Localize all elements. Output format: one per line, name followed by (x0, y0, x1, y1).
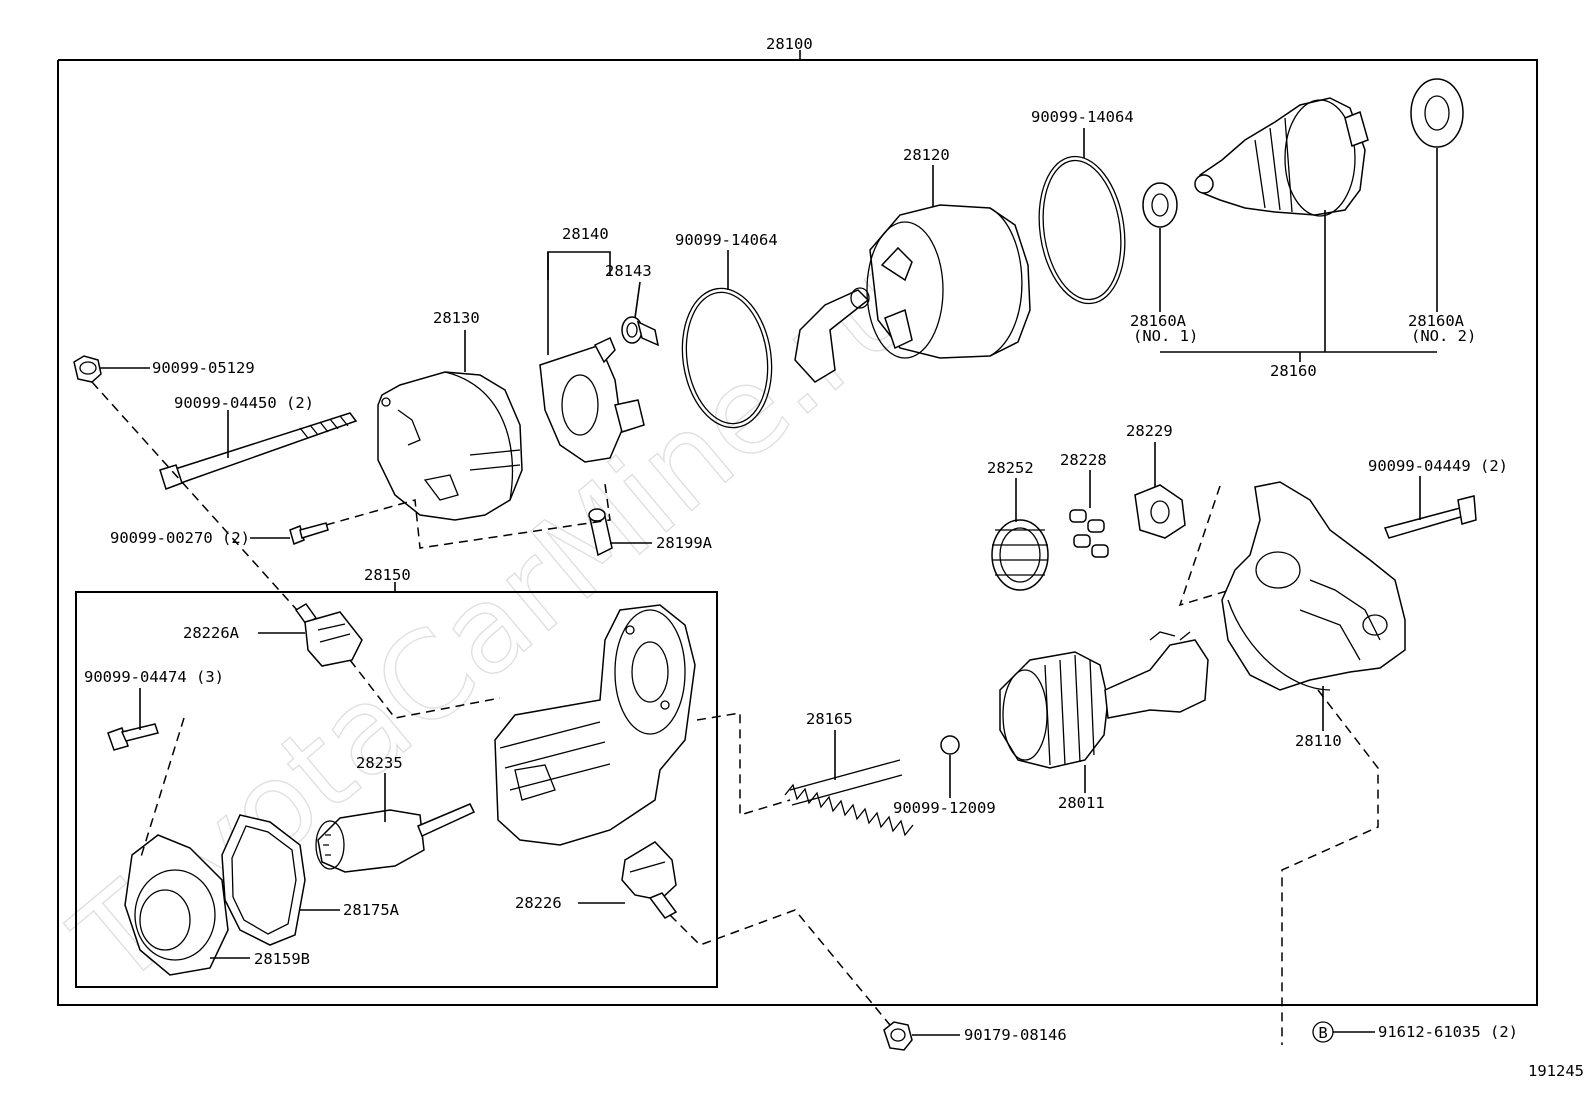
screw-90099-00270[interactable] (289, 522, 329, 546)
spring-28165[interactable] (784, 759, 914, 837)
label-90099-04474[interactable]: 90099-04474 (3) (84, 668, 224, 686)
label-28110[interactable]: 28110 (1295, 732, 1342, 750)
label-90099-14064-b[interactable]: 90099-14064 (1031, 108, 1134, 126)
label-90099-00270[interactable]: 90099-00270 (2) (110, 529, 250, 547)
label-28226a[interactable]: 28226A (183, 624, 240, 642)
label-28160a-no2-sub[interactable]: (NO. 2) (1411, 327, 1476, 345)
assembly-frame-28100 (57, 50, 1538, 1006)
assembly-dash-lines (91, 381, 1379, 1045)
label-28175a[interactable]: 28175A (343, 901, 400, 919)
label-28140[interactable]: 28140 (562, 225, 609, 243)
label-28226[interactable]: 28226 (515, 894, 562, 912)
label-90099-04450[interactable]: 90099-04450 (2) (174, 394, 314, 412)
label-90179-08146[interactable]: 90179-08146 (964, 1026, 1067, 1044)
label-28011[interactable]: 28011 (1058, 794, 1105, 812)
label-28160a-no1-sub[interactable]: (NO. 1) (1133, 327, 1198, 345)
label-28228[interactable]: 28228 (1060, 451, 1107, 469)
magnetic-switch-body[interactable] (494, 604, 696, 846)
label-90099-05129[interactable]: 90099-05129 (152, 359, 255, 377)
starter-clutch-28011[interactable] (999, 631, 1209, 769)
label-28143[interactable]: 28143 (605, 262, 652, 280)
armature-28160[interactable] (1194, 97, 1369, 217)
label-28160a-no1[interactable]: 28160A (1130, 312, 1187, 330)
b-marker-letter: B (1318, 1024, 1327, 1042)
yoke-28120[interactable] (794, 204, 1031, 383)
label-90099-12009[interactable]: 90099-12009 (893, 799, 996, 817)
b-marker: B (1312, 1021, 1334, 1043)
label-28252[interactable]: 28252 (987, 459, 1034, 477)
retainer-28229[interactable] (1134, 484, 1186, 539)
starter-housing-28110[interactable] (1221, 481, 1406, 691)
ball-90099-12009[interactable] (940, 735, 960, 755)
terminal-28226[interactable] (621, 841, 678, 919)
label-28235[interactable]: 28235 (356, 754, 403, 772)
bolt-90099-04449[interactable] (1383, 495, 1477, 539)
label-91612-61035[interactable]: 91612-61035 (2) (1378, 1023, 1518, 1041)
label-28159b[interactable]: 28159B (254, 950, 310, 968)
cover-28159b[interactable] (124, 834, 229, 976)
leader-lines (100, 128, 1438, 1036)
brush-holder-28140[interactable] (539, 336, 645, 463)
label-90099-04449[interactable]: 90099-04449 (2) (1368, 457, 1508, 475)
gear-28252[interactable] (991, 519, 1049, 591)
callout-labels: 28100 28150 90099-05129 90099-04450 (2) … (84, 35, 1584, 1080)
label-28199a[interactable]: 28199A (656, 534, 713, 552)
label-28160a-no2[interactable]: 28160A (1408, 312, 1465, 330)
spring-28143[interactable] (621, 316, 660, 347)
label-28130[interactable]: 28130 (433, 309, 480, 327)
label-28229[interactable]: 28229 (1126, 422, 1173, 440)
through-bolt-90099-04450[interactable] (159, 412, 358, 490)
commutator-end-frame-28130[interactable] (377, 371, 523, 521)
o-ring-90099-14064-b[interactable] (1030, 151, 1134, 309)
nut-90179-08146[interactable] (883, 1021, 913, 1051)
label-28100[interactable]: 28100 (766, 35, 813, 53)
terminal-28226a[interactable] (294, 603, 363, 667)
label-28165[interactable]: 28165 (806, 710, 853, 728)
label-90099-14064-a[interactable]: 90099-14064 (675, 231, 778, 249)
label-28150[interactable]: 28150 (364, 566, 411, 584)
screw-90099-04474[interactable] (107, 723, 159, 751)
o-ring-90099-14064-a[interactable] (674, 283, 781, 434)
sub-assembly-frame-28150 (75, 582, 718, 988)
diagram-id: 191245 (1528, 1062, 1584, 1080)
label-28120[interactable]: 28120 (903, 146, 950, 164)
gasket-28175a[interactable] (221, 814, 306, 946)
nut-90099-05129[interactable] (73, 355, 102, 383)
bearing-28160a-no2[interactable] (1410, 78, 1464, 148)
plunger-28235[interactable] (315, 803, 476, 873)
rollers-28228[interactable] (1069, 509, 1109, 558)
bearing-28160a-no1[interactable] (1142, 182, 1178, 228)
label-28160[interactable]: 28160 (1270, 362, 1317, 380)
